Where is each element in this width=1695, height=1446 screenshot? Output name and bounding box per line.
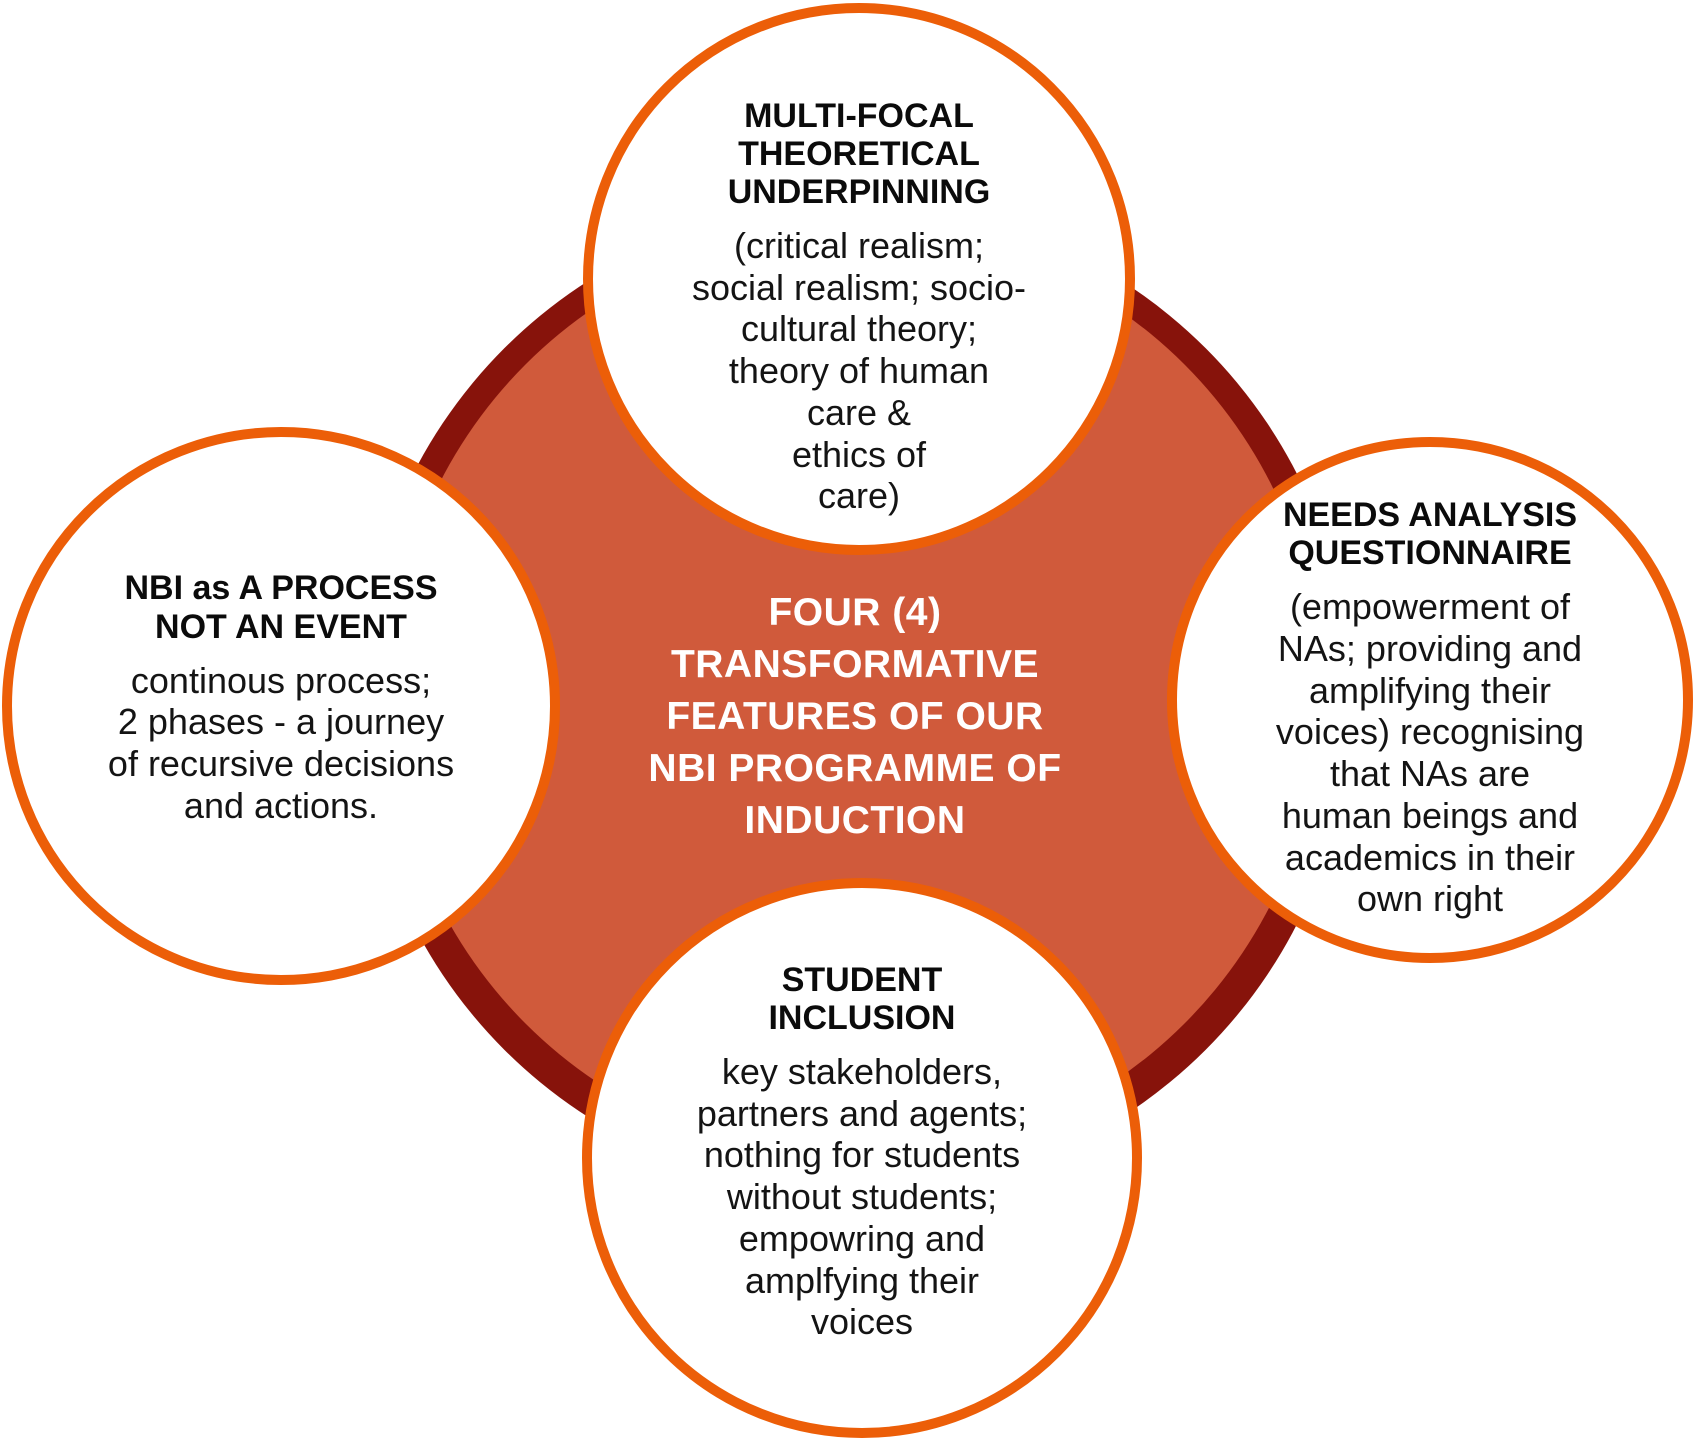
node-nbi-as-a-process-not-an-event: NBI as A PROCESS NOT AN EVENT continous … [2, 427, 560, 985]
node-body: (critical realism; social realism; socio… [691, 224, 1027, 517]
node-multi-focal-theoretical-underpinning: MULTI-FOCAL THEORETICAL UNDERPINNING (cr… [583, 3, 1135, 555]
node-content: NBI as A PROCESS NOT AN EVENT continous … [108, 569, 454, 826]
node-body: continous process; 2 phases - a journey … [107, 659, 455, 826]
node-student-inclusion: STUDENT INCLUSION key stakeholders, part… [582, 878, 1142, 1438]
center-title: FOUR (4) TRANSFORMATIVE FEATURES OF OUR … [648, 591, 1062, 842]
node-needs-analysis-questionnaire: NEEDS ANALYSIS QUESTIONNAIRE (empowermen… [1167, 437, 1693, 963]
node-title: NBI as A PROCESS NOT AN EVENT [124, 569, 438, 646]
node-title: STUDENT INCLUSION [768, 960, 956, 1037]
node-content: STUDENT INCLUSION key stakeholders, part… [697, 961, 1027, 1343]
node-body: key stakeholders, partners and agents; n… [696, 1050, 1028, 1343]
node-title: NEEDS ANALYSIS QUESTIONNAIRE [1282, 495, 1578, 572]
node-body: (empowerment of NAs; providing and ampli… [1275, 586, 1585, 920]
node-content: MULTI-FOCAL THEORETICAL UNDERPINNING (cr… [692, 97, 1026, 517]
node-title: MULTI-FOCAL THEORETICAL UNDERPINNING [727, 96, 991, 211]
node-content: NEEDS ANALYSIS QUESTIONNAIRE (empowermen… [1276, 496, 1584, 920]
